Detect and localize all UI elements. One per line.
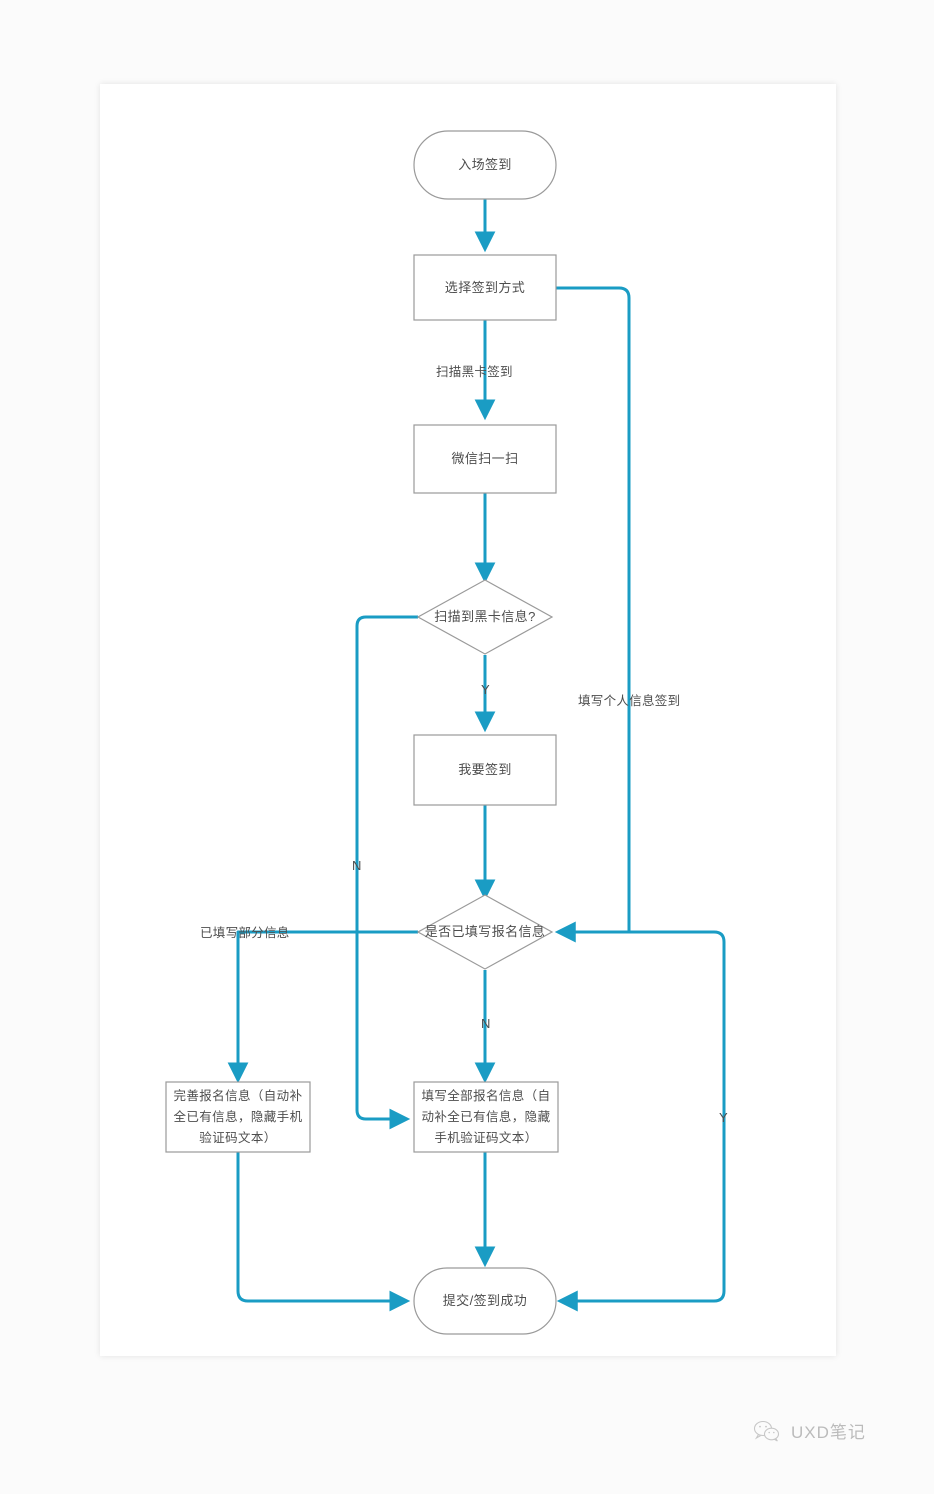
edge-label-hasinfo-no: N <box>481 1016 491 1031</box>
node-decision-scanned-card[interactable] <box>416 579 554 655</box>
watermark: UXD笔记 <box>752 1418 866 1443</box>
node-wechat-scan[interactable] <box>413 424 557 494</box>
edge-label-partial-info: 已填写部分信息 <box>200 926 290 940</box>
node-complete-registration-info[interactable] <box>165 1081 311 1153</box>
edge-label-scan-black-card: 扫描黑卡签到 <box>436 365 513 379</box>
node-decision-has-registration-info[interactable] <box>416 894 554 970</box>
node-start[interactable] <box>413 130 557 200</box>
node-i-want-to-signin[interactable] <box>413 734 557 806</box>
node-fill-all-registration-info[interactable] <box>413 1081 559 1153</box>
edge-label-fill-personal-info: 填写个人信息签到 <box>578 694 681 708</box>
edge-label-hasinfo-yes: Y <box>719 1110 728 1125</box>
node-success[interactable] <box>413 1267 557 1335</box>
edge-hasinfo-yes-to-success <box>556 930 726 1312</box>
edge-label-scanned-no: N <box>352 858 362 873</box>
watermark-text: UXD笔记 <box>791 1423 866 1442</box>
edge-hasinfo-partial-to-completeinfo <box>227 930 418 1084</box>
edge-choose-to-hasinfo <box>554 286 631 943</box>
wechat-icon <box>753 1420 780 1441</box>
edge-scanned-no-to-fillall <box>355 615 418 1130</box>
edge-completeinfo-to-success <box>236 1152 411 1312</box>
node-choose-signin-method[interactable] <box>413 254 557 321</box>
edge-label-scanned-yes: Y <box>481 682 490 697</box>
